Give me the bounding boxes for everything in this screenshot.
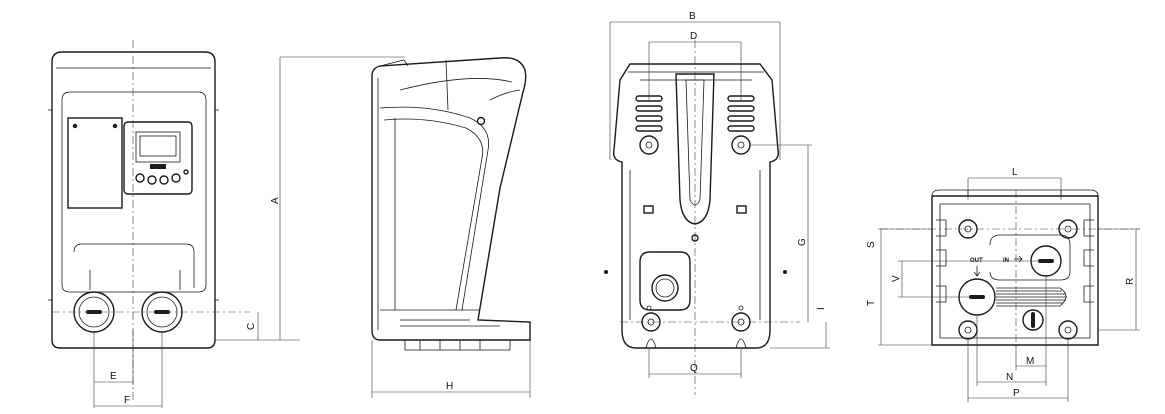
dim-label-e: E: [110, 371, 117, 382]
side-view: [262, 56, 531, 398]
dim-label-i: I: [816, 307, 827, 310]
bottom-view: OUT IN: [878, 177, 1140, 402]
dim-label-b: B: [689, 11, 696, 22]
dim-label-p: P: [1013, 388, 1020, 399]
dim-label-f: F: [124, 395, 130, 406]
vent-left: [635, 95, 663, 132]
dim-label-d: D: [690, 31, 697, 42]
dim-label-h: H: [446, 381, 453, 392]
dim-label-s: S: [866, 241, 877, 248]
dim-label-c: C: [246, 323, 257, 330]
dim-label-l: L: [1012, 167, 1018, 178]
dim-label-g: G: [797, 238, 808, 246]
dim-label-n: N: [1006, 372, 1013, 383]
dim-label-a: A: [270, 197, 281, 204]
dim-label-r: R: [1125, 278, 1136, 285]
dim-label-t: T: [866, 300, 877, 306]
ribbed-area: [996, 287, 1067, 307]
vent-right: [727, 95, 755, 132]
rear-view: [604, 21, 830, 395]
dim-label-v: V: [891, 275, 902, 282]
dim-label-q: Q: [690, 363, 698, 374]
front-view: [48, 40, 262, 408]
dim-label-m: M: [1026, 356, 1034, 367]
